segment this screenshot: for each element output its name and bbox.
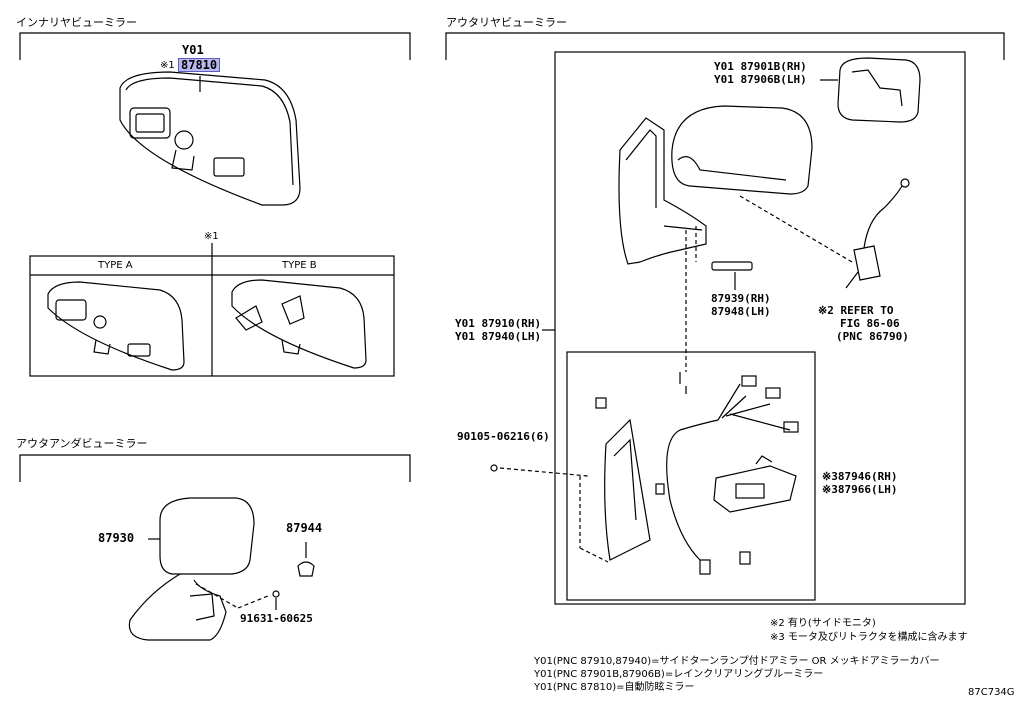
outer-frame [554, 51, 966, 605]
inner-mirror-section-title: インナリヤビューミラー [16, 16, 137, 29]
under-screw-part-number[interactable]: 91631-60625 [240, 612, 313, 625]
motor-unit [713, 455, 797, 513]
footnote-y01-inner: Y01(PNC 87810)=自動防眩ミラー [534, 682, 695, 693]
inner-mirror-note-mark: ※1 [160, 60, 175, 71]
under-section-bracket [19, 454, 411, 482]
outer-mirror-housing [671, 105, 813, 195]
inner-mirror-shape [119, 71, 301, 206]
under-mirror-part-number[interactable]: 87930 [98, 531, 135, 545]
camera-unit [853, 178, 910, 281]
inner-mirror-color-code: Y01 [182, 43, 204, 57]
under-mirror [128, 497, 255, 641]
mirror-glass-shape [837, 57, 921, 123]
outer-mirror-section-title: アウタリヤビューミラー [446, 16, 567, 29]
under-cover-part-number[interactable]: 87944 [286, 521, 323, 535]
outer-mirror-lh-part[interactable]: Y01 87940(LH) [455, 330, 542, 343]
type-box-note-mark: ※1 [204, 231, 219, 242]
refer-note-line3: (PNC 86790) [836, 330, 909, 343]
motor-subframe [566, 351, 816, 601]
mirror-glass-rh-part[interactable]: Y01 87901B(RH) [714, 60, 807, 73]
wire-harness [666, 375, 799, 575]
outer-section-bracket [445, 32, 1005, 60]
footnote-2: ※2 有り(サイドモニタ) [770, 618, 876, 629]
side-lamp-lh-part[interactable]: 87948(LH) [711, 305, 771, 318]
outer-mirror-rh-part[interactable]: Y01 87910(RH) [455, 317, 542, 330]
mirror-glass-lh-part[interactable]: Y01 87906B(LH) [714, 73, 807, 86]
side-lamp-rh-part[interactable]: 87939(RH) [711, 292, 771, 305]
inner-section-bracket [19, 32, 411, 60]
footnote-3: ※3 モータ及びリトラクタを構成に含みます [770, 632, 968, 643]
footnote-y01-glass: Y01(PNC 87901B,87906B)=レインクリアリングブルーミラー [534, 669, 824, 680]
under-mirror-section-title: アウタアンダビューミラー [16, 437, 148, 450]
type-a-mirror [47, 281, 185, 371]
type-b-mirror [231, 279, 367, 369]
refer-note-line1: ※2 REFER TO [818, 304, 894, 317]
refer-note-line2: FIG 86-06 [840, 317, 900, 330]
screw-part-number[interactable]: 90105-06216(6) [457, 430, 550, 443]
inner-bracket [604, 418, 651, 561]
motor-lh-part[interactable]: ※387966(LH) [822, 483, 898, 496]
type-a-label: TYPE A [98, 260, 133, 271]
motor-rh-part[interactable]: ※387946(RH) [822, 470, 898, 483]
inner-mirror-part-number[interactable]: 87810 [177, 58, 221, 72]
footnote-y01-mirror: Y01(PNC 87910,87940)=サイドターンランプ付ドアミラー OR … [534, 656, 940, 667]
mirror-base [618, 117, 707, 265]
figure-code: 87C734G [968, 687, 1015, 698]
under-cover [297, 561, 315, 577]
type-b-label: TYPE B [282, 260, 317, 271]
side-lamp [711, 261, 753, 271]
